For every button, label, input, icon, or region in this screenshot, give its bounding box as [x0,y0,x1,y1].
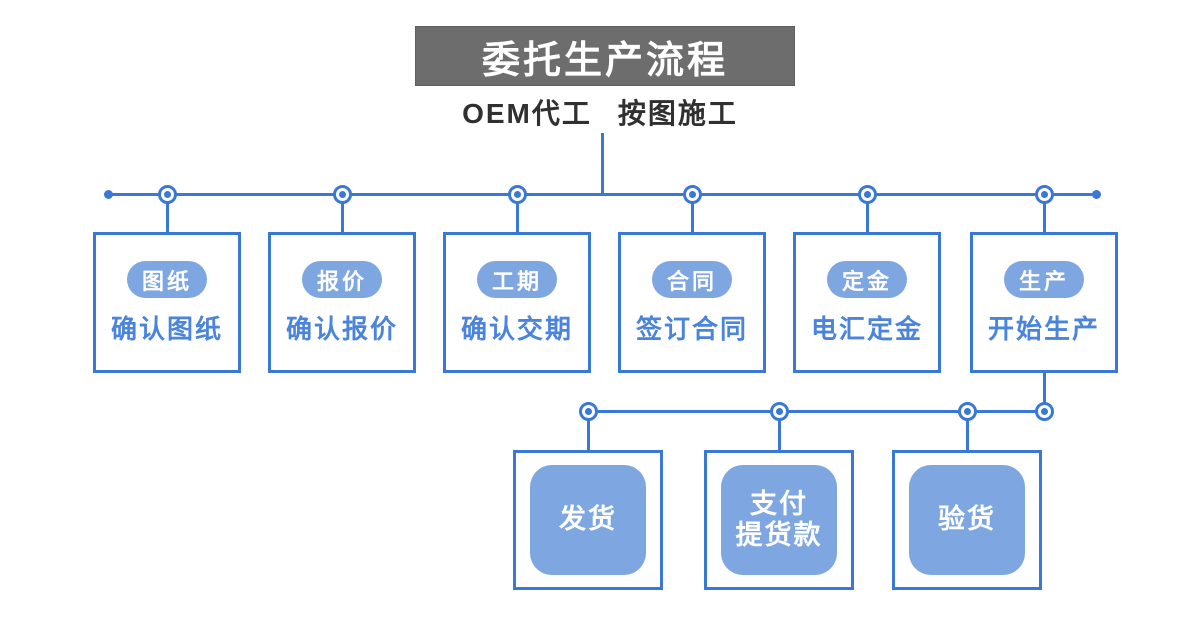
branch-node-dot [338,190,346,198]
branch-node [957,402,977,421]
branch-node [769,402,789,421]
step-tag-pill: 报价 [302,261,382,298]
step-tag: 工期 [491,268,542,294]
step-label: 确认报价 [285,314,398,344]
sub-label: 发货 [559,504,617,535]
connector-stub [586,412,590,450]
sub-box-inspection: 验货 [892,450,1042,590]
sub-box-payment: 支付 提货款 [704,450,854,590]
branch-node-dot [863,190,871,198]
branch-node [682,184,702,204]
connector-stub [515,194,519,233]
line-end-dot-left [103,189,113,199]
subtitle-part2: 按图施工 [617,98,738,129]
sub-label-line1: 支付 [750,488,808,519]
step-tag-pill: 合同 [652,261,732,298]
branch-node [578,402,598,421]
branch-node-dot [163,190,171,198]
connector-stub [690,194,694,233]
connector-stub [865,194,869,233]
step-box-leadtime: 工期 确认交期 [443,232,591,373]
subtitle-part1: OEM代工 [462,98,592,129]
step-tag-pill: 生产 [1004,261,1084,298]
branch-node [332,184,352,204]
branch-node [1034,184,1054,204]
branch-node [507,184,527,204]
sub-label-line2: 提货款 [735,520,823,550]
subtitle: OEM代工按图施工 [0,92,1200,132]
title-connector-line [601,133,604,195]
sub-box-inner: 支付 提货款 [721,465,837,575]
step-label: 签订合同 [635,314,748,344]
sub-box-inner: 发货 [530,465,646,575]
production-drop-line [1042,371,1046,412]
step-label: 开始生产 [987,314,1100,344]
connector-stub [965,412,969,450]
sub-box-shipping: 发货 [513,450,663,590]
connector-stub [1042,194,1046,233]
sub-box-inner: 验货 [909,465,1025,575]
branch-node-dot [1040,190,1048,198]
branch-node-dot [775,408,783,415]
sub-label: 验货 [938,504,996,535]
step-box-drawing: 图纸 确认图纸 [93,232,241,373]
step-tag: 定金 [841,268,892,294]
step-box-production: 生产 开始生产 [970,232,1118,373]
branch-node-dot [584,408,592,415]
step-tag: 图纸 [141,268,192,294]
step-box-quotation: 报价 确认报价 [268,232,416,373]
step-tag: 合同 [666,268,717,294]
branch-node [857,184,877,204]
step-label: 电汇定金 [810,314,923,344]
step-tag-pill: 定金 [827,261,907,298]
step-label: 确认交期 [460,314,573,344]
sub-connector-line [588,410,1044,413]
step-tag-pill: 工期 [477,261,557,298]
branch-node-dot [688,190,696,198]
title-banner: 委托生产流程 [415,26,795,86]
page-title: 委托生产流程 [481,39,728,82]
main-connector-line [107,192,1097,196]
step-tag: 生产 [1018,268,1069,294]
branch-node-dot [1040,408,1048,415]
step-box-contract: 合同 签订合同 [618,232,766,373]
connector-stub [165,194,169,233]
branch-node [1034,402,1054,421]
step-box-deposit: 定金 电汇定金 [793,232,941,373]
branch-node-dot [513,190,521,198]
step-tag: 报价 [316,268,367,294]
branch-node-dot [963,408,971,415]
step-tag-pill: 图纸 [127,261,207,298]
step-label: 确认图纸 [110,314,223,344]
connector-stub [340,194,344,233]
branch-node [157,184,177,204]
line-end-dot-right [1091,189,1101,199]
connector-stub [777,412,781,450]
